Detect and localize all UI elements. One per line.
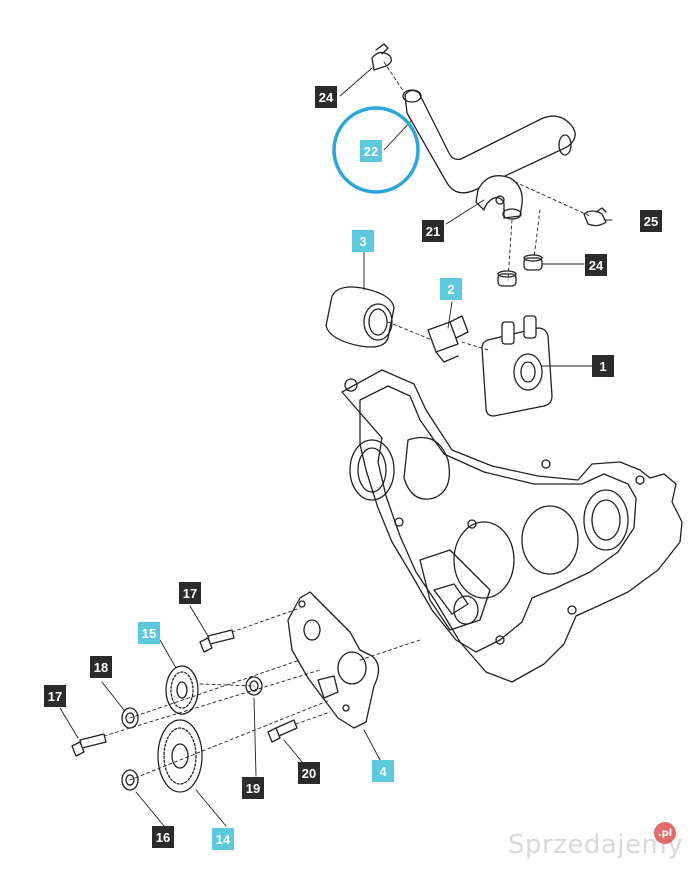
- hose-part-22: [402, 89, 576, 194]
- hose-clamp-top: [371, 43, 392, 71]
- label-21: 21: [422, 220, 444, 242]
- label-24-top: 24: [315, 86, 337, 108]
- label-15: 15: [138, 622, 160, 644]
- hose-clamp-25: [583, 207, 607, 227]
- adapter-fitting-2: [427, 315, 469, 363]
- label-3: 3: [352, 230, 374, 252]
- label-25: 25: [640, 210, 662, 232]
- label-19: 19: [242, 777, 264, 799]
- label-17-lower: 17: [44, 685, 66, 707]
- hose-clamp-24-lower: [523, 254, 543, 271]
- label-14: 14: [212, 828, 234, 850]
- bolt-17-upper: [199, 629, 235, 653]
- engine-front-cover: [341, 369, 683, 683]
- label-4: 4: [372, 760, 394, 782]
- gear-15: [165, 665, 199, 715]
- label-16: 16: [152, 826, 174, 848]
- watermark-text: Sprzedajemy: [508, 830, 684, 860]
- bolt-17-lower: [71, 733, 107, 757]
- label-2: 2: [440, 278, 462, 300]
- elbow-fitting-21: [475, 175, 523, 220]
- label-17-upper: 17: [179, 582, 201, 604]
- oil-cooler-1: [481, 315, 553, 417]
- bolt-20: [267, 719, 298, 743]
- watermark-badge: .pl: [654, 822, 676, 844]
- gear-14: [157, 719, 203, 793]
- label-22: 22: [360, 140, 382, 162]
- sleeve-ring-3: [325, 286, 395, 348]
- label-20: 20: [298, 762, 320, 784]
- highlight-circle: [332, 106, 420, 194]
- oil-pump-housing-4: [287, 591, 380, 729]
- label-1: 1: [592, 355, 614, 377]
- label-18: 18: [90, 656, 112, 678]
- label-24-lower: 24: [585, 254, 607, 276]
- hose-clamp-small: [497, 270, 517, 287]
